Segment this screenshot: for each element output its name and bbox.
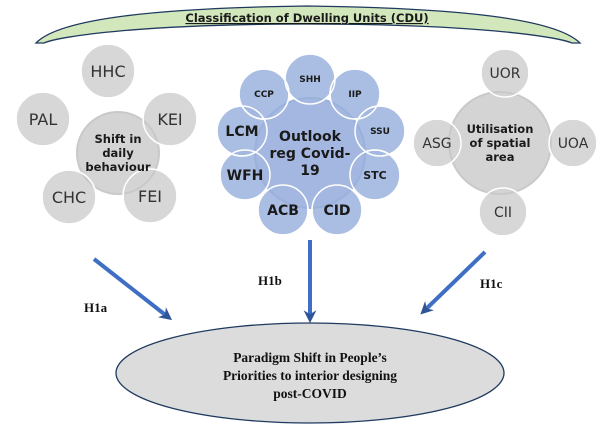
satellite-label: FEI (138, 187, 162, 206)
center-label-line: Shift in (94, 132, 141, 146)
satellite-label: IIP (348, 90, 362, 100)
label-h1b: H1b (258, 273, 282, 288)
satellite-outline (548, 118, 598, 168)
satellite-label: ASG (422, 136, 451, 152)
satellite-label: LCM (225, 124, 258, 140)
satellite-outline (238, 68, 290, 120)
outcome-line-2: Priorities to interior designing (223, 368, 397, 383)
satellite-label: CID (323, 203, 350, 219)
label-h1c: H1c (480, 276, 503, 291)
outcome-line-1: Paradigm Shift in People’s (233, 350, 387, 365)
satellite-label: UOA (558, 136, 589, 152)
satellite-outline (122, 168, 178, 224)
satellite-label: CII (494, 205, 512, 221)
center-fill (78, 113, 158, 193)
satellite-outline (349, 149, 401, 201)
satellite-label: PAL (29, 110, 58, 129)
satellite-outline (80, 43, 136, 99)
label-h1a: H1a (84, 300, 108, 315)
satellite-outline (412, 118, 462, 168)
center-label-line: behaviour (85, 160, 151, 174)
center-label-line: daily (102, 146, 134, 160)
satellite-outline (354, 105, 406, 157)
center-label-line: Outlook (279, 129, 342, 145)
satellite-outline (311, 184, 363, 236)
arrows-layer (92, 240, 487, 324)
satellite-outline (257, 184, 309, 236)
center-label-line: area (486, 150, 515, 164)
satellite-label: HHC (90, 62, 125, 81)
satellite-outline (142, 91, 198, 147)
satellite-label: SHH (299, 75, 321, 85)
center-label-line: 19 (300, 163, 319, 179)
outcome-ellipse (115, 322, 505, 424)
satellite-label: UOR (490, 66, 521, 82)
satellite-label: CCP (254, 90, 274, 100)
arrow-h1c (420, 250, 487, 315)
banner-title: Classification of Dwelling Units (CDU) (185, 11, 428, 25)
satellite-label: WFH (227, 168, 264, 184)
satellite-outline (41, 169, 97, 225)
center-label-line: reg Covid- (270, 146, 351, 162)
center-label-line: of spatial (470, 136, 531, 150)
outcome-line-3: post-COVID (273, 386, 347, 401)
satellite-label: CHC (52, 188, 86, 207)
center-fill (450, 93, 550, 193)
satellite-outline (15, 91, 71, 147)
satellite-outline (478, 187, 528, 237)
satellite-label: KEI (157, 110, 182, 129)
satellite-label: SSU (370, 127, 390, 137)
arrow-h1a (92, 257, 173, 321)
center-label-line: Utilisation (467, 122, 534, 136)
satellite-label: ACB (267, 203, 299, 219)
satellite-outline (219, 149, 271, 201)
center-fill (256, 99, 364, 207)
satellite-label: STC (363, 169, 387, 182)
banner-arc (34, 5, 582, 44)
satellite-outline (480, 48, 530, 98)
satellite-outline (329, 68, 381, 120)
